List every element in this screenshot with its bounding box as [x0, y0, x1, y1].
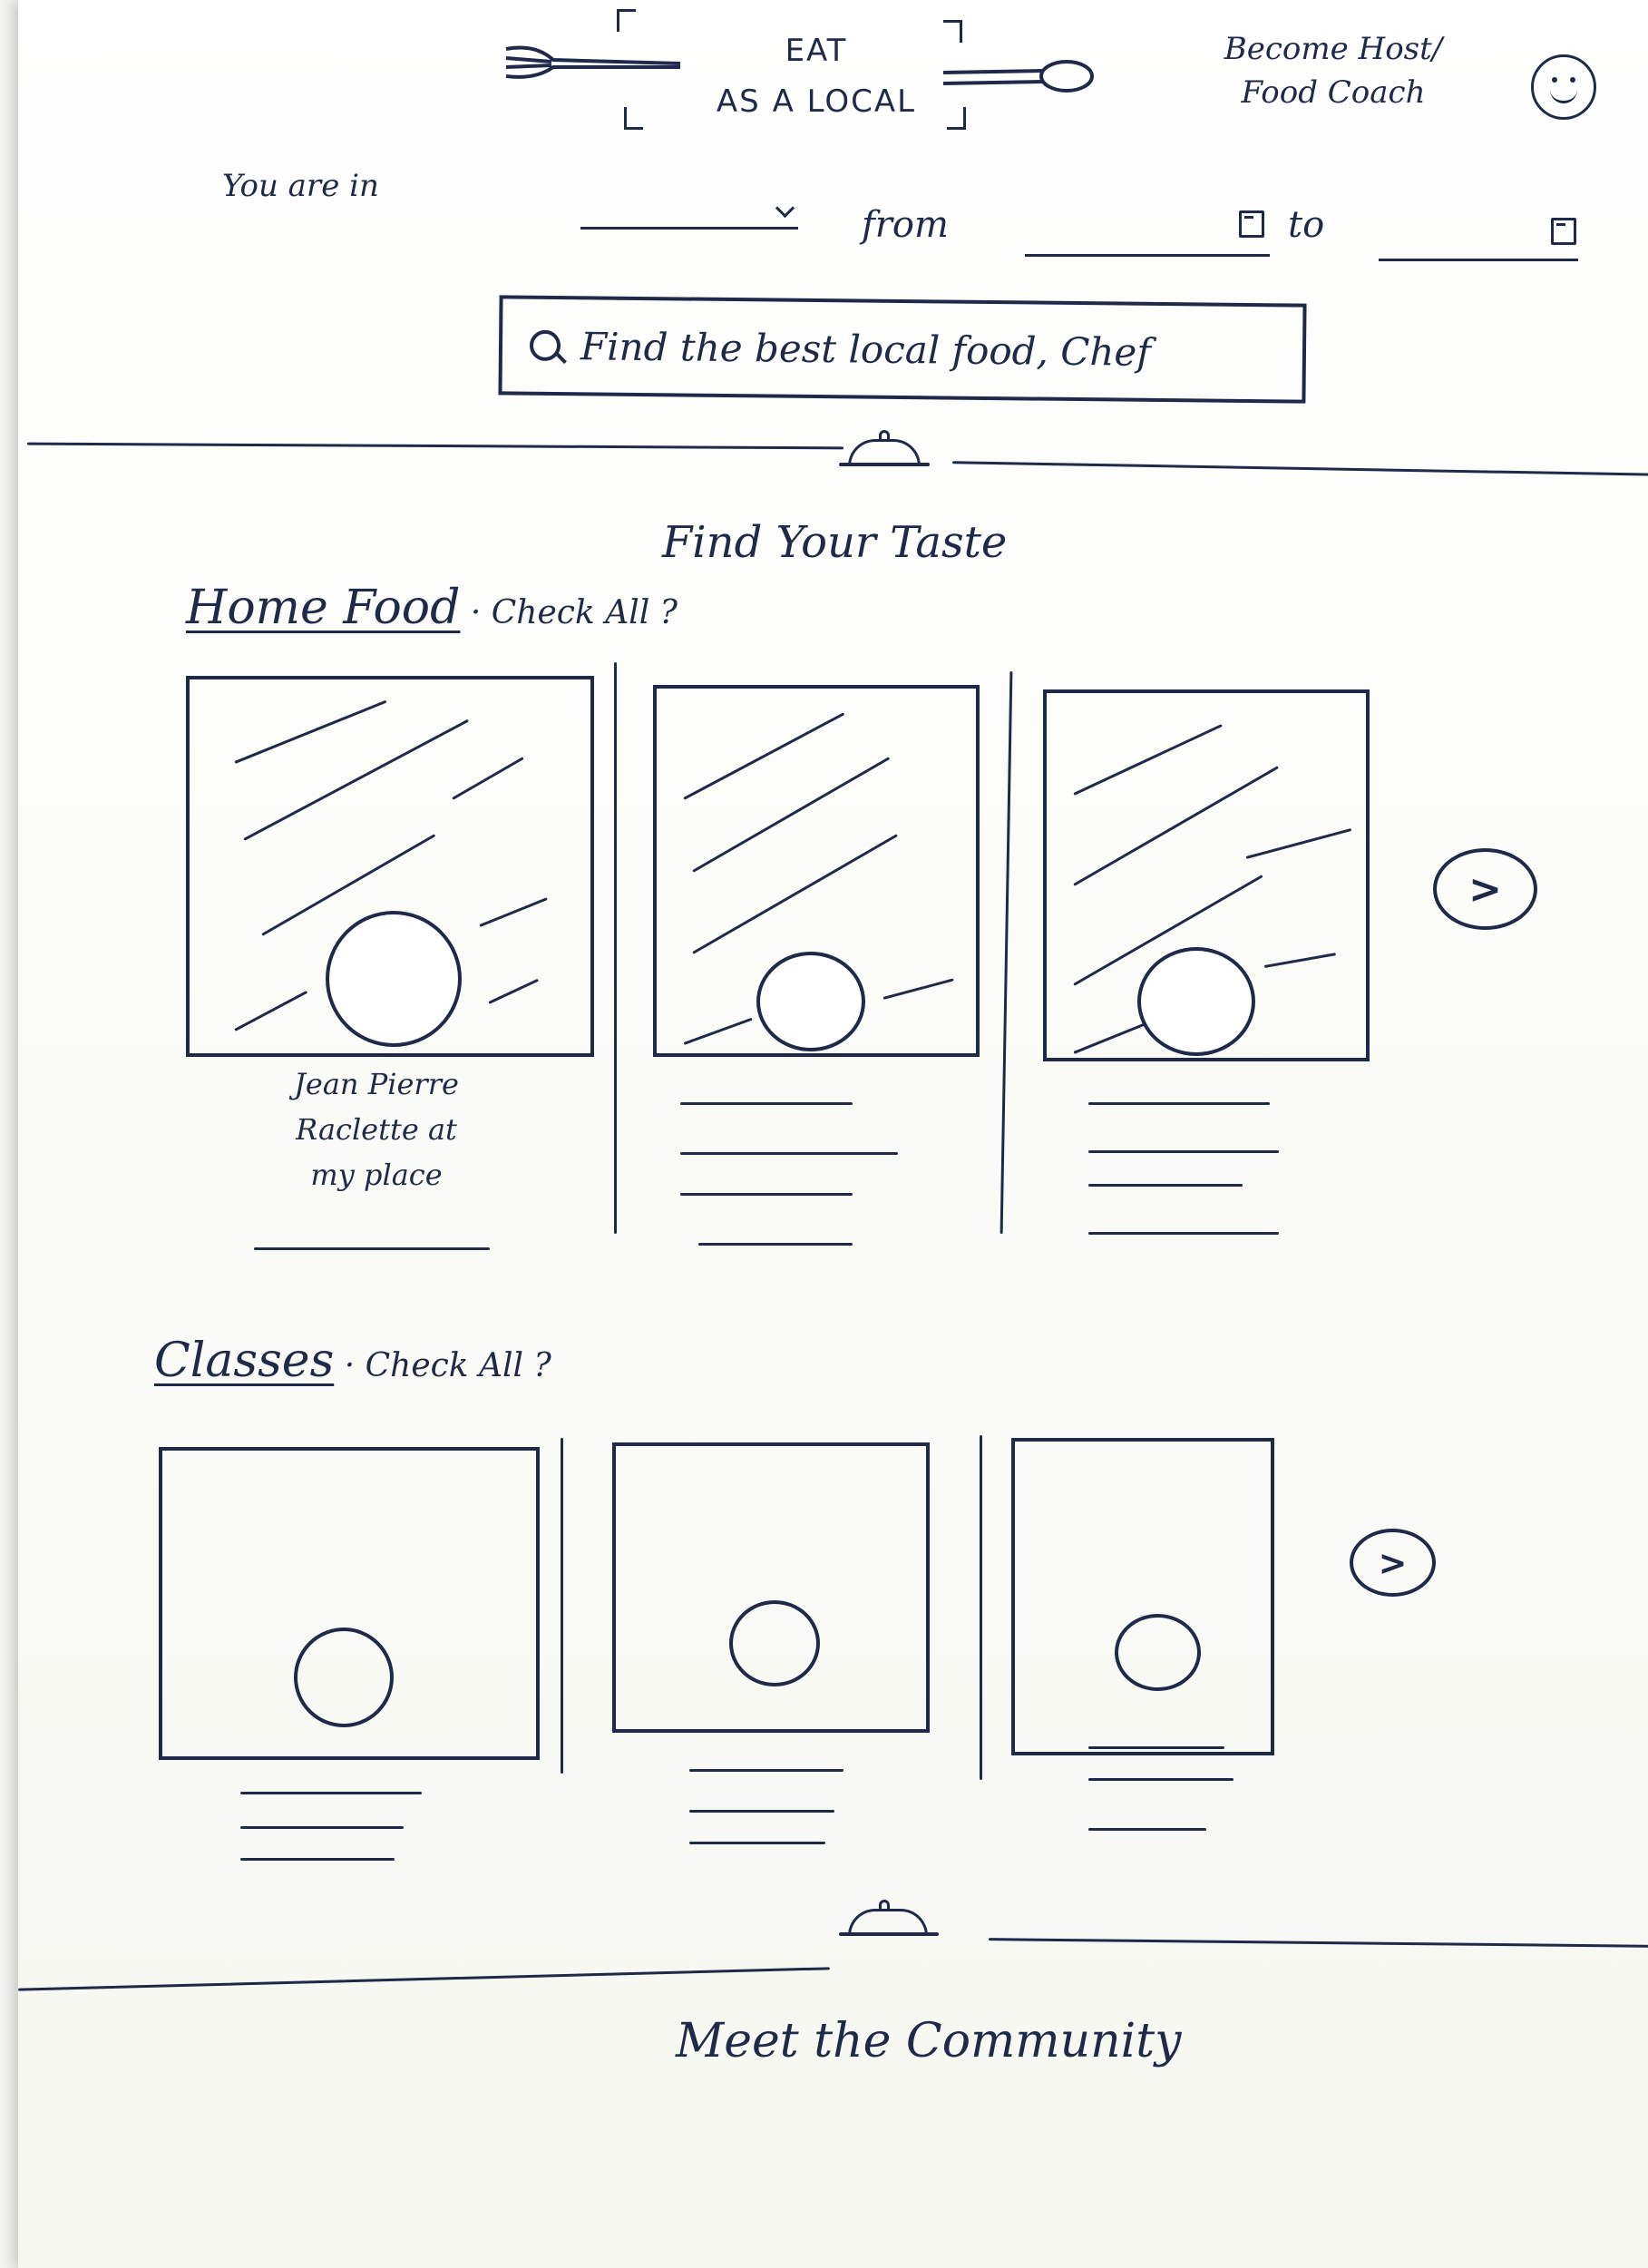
card-dish-line: Raclette at — [296, 1112, 457, 1147]
location-select[interactable] — [580, 191, 798, 230]
class-card-3-image[interactable] — [1011, 1438, 1274, 1755]
brand-corner-bottom-left — [624, 107, 643, 130]
divider-line — [989, 1938, 1648, 1948]
brand-corner-top-left — [617, 9, 636, 32]
home-food-header: Home Food · Check All ? — [186, 581, 678, 635]
you-are-in-label: You are in — [222, 168, 379, 204]
card-dish-line: my place — [310, 1158, 443, 1192]
card-text-line — [698, 1243, 853, 1246]
host-link-line-1: Become Host/ — [1224, 31, 1443, 67]
card-text-line — [240, 1826, 404, 1829]
search-placeholder: Find the best local food, Chef — [580, 323, 1152, 375]
card-text-line — [1088, 1778, 1234, 1781]
card-text-line — [240, 1792, 422, 1794]
fork-icon — [505, 45, 680, 79]
card-separator — [561, 1438, 563, 1774]
cloche-icon — [839, 426, 930, 466]
card-text-line — [680, 1152, 898, 1155]
chef-avatar-circle — [294, 1628, 394, 1727]
calendar-icon[interactable] — [1551, 218, 1576, 245]
search-icon — [529, 329, 561, 362]
home-food-title: Home Food — [186, 581, 461, 635]
home-food-card-3-image[interactable] — [1043, 689, 1370, 1061]
divider-line — [18, 1967, 830, 1991]
chef-avatar-circle — [1137, 947, 1255, 1056]
brand-logo[interactable]: EAT AS A LOCAL — [671, 25, 961, 127]
card-text-line — [1088, 1102, 1270, 1105]
home-food-check-all-link[interactable]: Check All — [491, 594, 650, 631]
divider-line — [26, 442, 844, 450]
card-text-line — [1088, 1746, 1224, 1749]
card-text-line — [240, 1858, 395, 1861]
card-text-line — [680, 1193, 853, 1196]
sketch-paper: EAT AS A LOCAL Become Host/ Food Coach Y… — [18, 0, 1648, 2268]
cloche-icon — [839, 1896, 939, 1941]
card-text-line — [689, 1842, 825, 1844]
card-text-line — [680, 1102, 853, 1105]
from-label: from — [862, 204, 949, 246]
meet-community-title: Meet the Community — [676, 2014, 1182, 2068]
card-separator — [614, 662, 617, 1234]
become-host-link[interactable]: Become Host/ Food Coach — [1197, 27, 1469, 114]
class-card-1-image[interactable] — [159, 1447, 540, 1760]
chef-avatar-circle — [326, 911, 462, 1047]
home-food-card-1-image[interactable] — [186, 676, 594, 1057]
card-text-line — [689, 1810, 834, 1813]
brand-line-2: AS A LOCAL — [716, 83, 917, 120]
classes-title: Classes — [154, 1334, 335, 1388]
spoon-icon — [943, 60, 1094, 93]
card-chef-name: Jean Pierre — [294, 1067, 459, 1101]
home-food-next-button[interactable]: > — [1433, 848, 1537, 930]
to-label: to — [1288, 204, 1325, 246]
chef-avatar-circle — [756, 952, 865, 1051]
user-avatar-icon[interactable] — [1531, 54, 1596, 120]
divider-line — [952, 461, 1648, 476]
card-text-line — [1088, 1232, 1279, 1235]
brand-corner-top-right — [943, 20, 962, 43]
home-food-card-2-image[interactable] — [653, 685, 980, 1057]
brand-corner-bottom-right — [947, 107, 966, 130]
host-link-line-2: Food Coach — [1241, 74, 1426, 111]
card-text-line — [1088, 1184, 1243, 1187]
card-text-line — [254, 1247, 490, 1250]
card-separator — [1000, 671, 1013, 1234]
from-date-field[interactable] — [1025, 218, 1270, 257]
search-input[interactable]: Find the best local food, Chef — [498, 295, 1307, 404]
chef-avatar-circle — [729, 1600, 820, 1686]
chevron-right-icon: > — [1378, 1542, 1408, 1583]
card-separator — [980, 1435, 982, 1780]
chevron-right-icon: > — [1468, 865, 1502, 913]
chef-avatar-circle — [1115, 1614, 1201, 1691]
class-card-2-image[interactable] — [612, 1442, 930, 1733]
classes-next-button[interactable]: > — [1350, 1529, 1436, 1597]
to-date-field[interactable] — [1379, 222, 1578, 261]
classes-check-all-link[interactable]: Check All — [365, 1347, 524, 1384]
find-your-taste-title: Find Your Taste — [662, 517, 1008, 568]
card-text-line — [1088, 1828, 1206, 1831]
brand-line-1: EAT — [785, 33, 848, 69]
home-food-card-1-text[interactable]: Jean Pierre Raclette at my place — [213, 1061, 540, 1198]
classes-header: Classes · Check All ? — [154, 1334, 551, 1388]
calendar-icon[interactable] — [1239, 210, 1264, 238]
card-text-line — [1088, 1150, 1279, 1153]
card-text-line — [689, 1769, 844, 1772]
